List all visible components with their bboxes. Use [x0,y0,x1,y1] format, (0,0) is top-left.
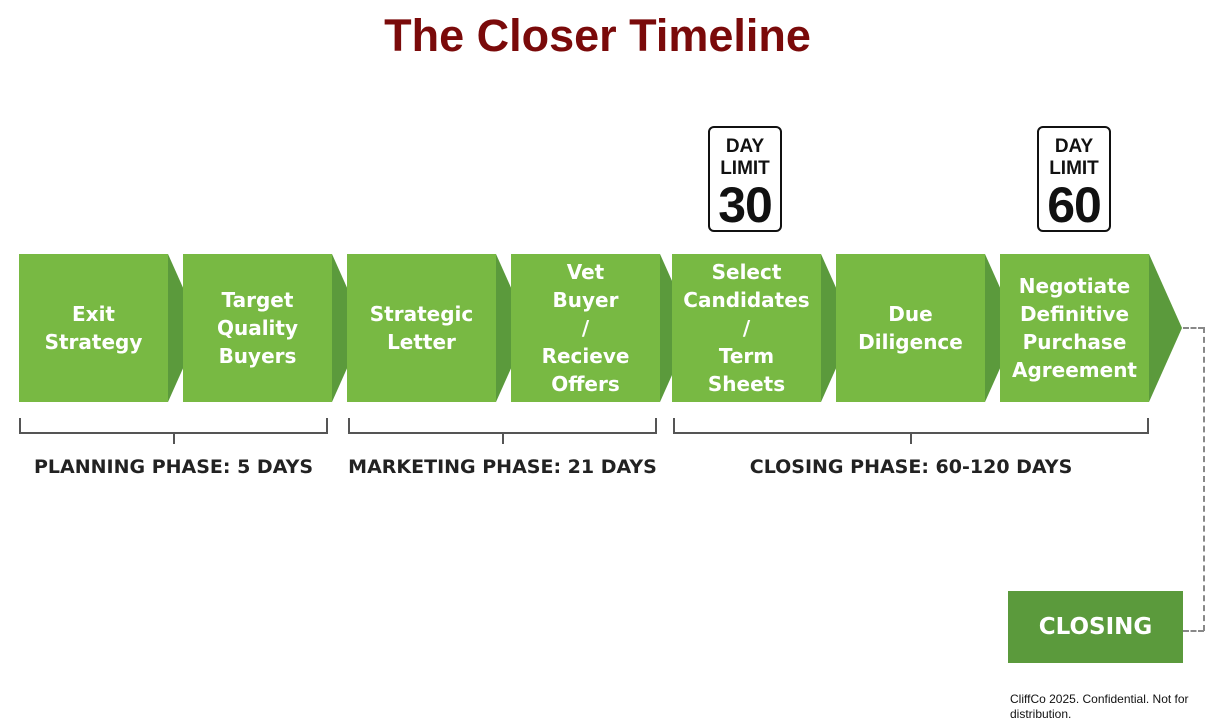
day-limit-30-sign: DAY LIMIT 30 [708,126,782,232]
sign-line2: LIMIT [1049,158,1099,179]
day-limit-60-sign: DAY LIMIT 60 [1037,126,1111,232]
connector-dash-bottom [1183,630,1204,632]
closing-phase-bracket [673,418,1149,444]
step-negotiate-agreement: Negotiate Definitive Purchase Agreement [1000,254,1182,402]
bracket-tick [501,432,504,444]
closing-box: CLOSING [1008,591,1183,663]
bracket-tick [910,432,912,444]
step-vet-buyer: Vet Buyer / Recieve Offers [511,254,693,402]
step-strategic-letter: Strategic Letter [347,254,529,402]
sign-line1: DAY [725,136,765,157]
footer-confidential: CliffCo 2025. Confidential. Not for dist… [1010,692,1189,721]
marketing-phase-label: MARKETING PHASE: 21 DAYS [348,456,657,478]
step-due-diligence: Due Diligence [836,254,1018,402]
step-label: Exit Strategy [44,302,143,354]
step-label: Vet Buyer / Recieve Offers [541,260,630,396]
chevron-arrow [1149,254,1182,402]
step-label: Negotiate Definitive Purchase Agreement [1012,274,1137,382]
sign-line2: LIMIT [720,158,770,179]
planning-phase-label: PLANNING PHASE: 5 DAYS [33,456,314,478]
step-select-candidates: Select Candidates / Term Sheets [672,254,854,402]
step-label: Strategic Letter [369,302,474,354]
connector-dash-top [1183,327,1204,329]
page-title: The Closer Timeline [384,10,811,61]
step-label: Due Diligence [858,302,963,354]
step-label: Target Quality Buyers [216,288,299,368]
sign-number: 60 [1047,177,1102,233]
planning-phase-bracket [19,418,328,444]
sign-number: 30 [718,177,773,233]
step-label: Select Candidates / Term Sheets [683,260,810,396]
marketing-phase-bracket [348,418,657,444]
closing-phase-label: CLOSING PHASE: 60-120 DAYS [749,456,1073,478]
step-target-quality-buyers: Target Quality Buyers [183,254,365,402]
bracket-tick [172,432,175,444]
step-exit-strategy: Exit Strategy [19,254,201,402]
sign-line1: DAY [1054,136,1094,157]
connector-dash-vertical [1203,327,1205,631]
